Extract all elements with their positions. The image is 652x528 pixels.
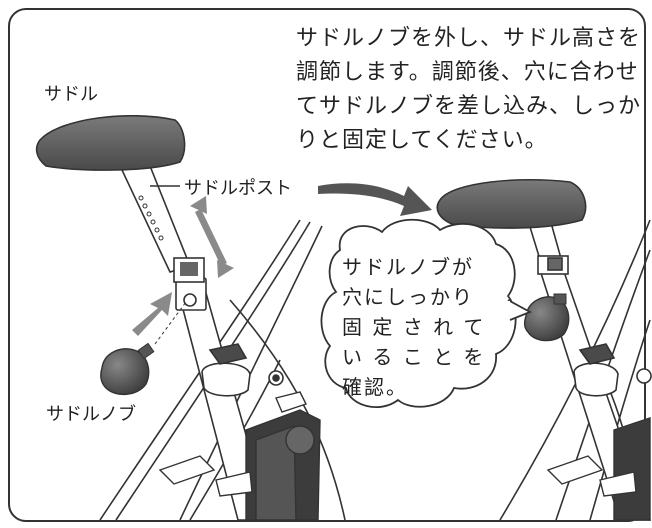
right-saddle bbox=[436, 178, 587, 229]
saddle-knob-label: サドルノブ bbox=[46, 404, 136, 425]
callout-text: サドルノブが 穴にしっかり 固 定 さ れ て い る こ と を 確認。 bbox=[342, 255, 486, 399]
left-saddle bbox=[35, 114, 186, 171]
instruction-text: サドルノブを外し、サドル高さを 調節します。調節後、穴に合わせ てサドルノブを差… bbox=[296, 26, 642, 153]
right-crank-housing bbox=[546, 417, 651, 521]
saddle-post-label: サドルポスト bbox=[184, 178, 292, 199]
callout-bubble bbox=[320, 218, 517, 409]
right-saddle-knob bbox=[523, 293, 570, 342]
saddle-label: サドル bbox=[44, 84, 98, 105]
left-seat-clamp bbox=[201, 343, 284, 397]
insert-arrow bbox=[132, 292, 172, 336]
left-crank-housing bbox=[158, 391, 321, 521]
left-saddle-knob bbox=[100, 342, 155, 395]
left-saddle-post bbox=[120, 165, 192, 273]
callout-tail bbox=[507, 299, 533, 321]
adjust-double-arrow bbox=[190, 196, 234, 278]
transition-arrow bbox=[318, 183, 432, 216]
right-seat-clamp bbox=[573, 343, 652, 397]
